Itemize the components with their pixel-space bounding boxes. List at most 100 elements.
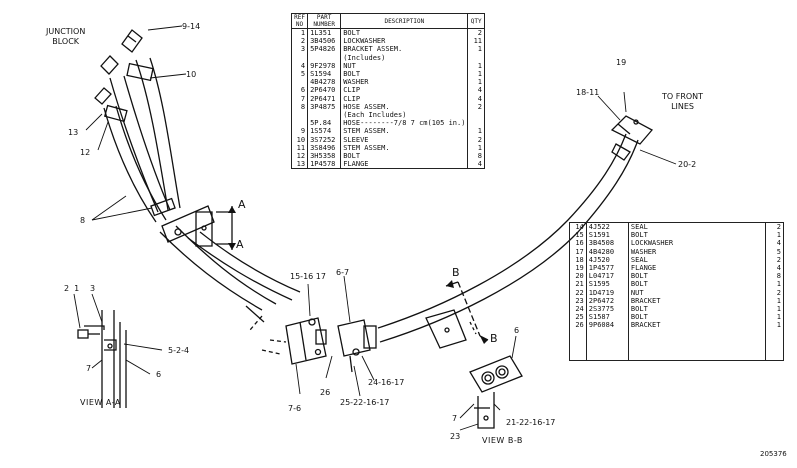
part-number-cell: 3P4875 [307,102,342,112]
ref-cell: 23 [569,296,587,306]
qty-cell: 4 [477,86,482,95]
qty-cell: 1 [477,61,482,70]
ref-cell [291,119,309,128]
qty-cell: 2 [477,135,482,144]
ref-cell: 9 [291,127,309,136]
ref-cell: 19 [569,264,587,273]
part-number-cell: S1594 [307,70,342,79]
callout-6-viewaa: 6 [156,370,162,379]
description-cell: LOCKWASHER [340,37,469,46]
description-cell: LOCKWASHER [628,239,766,248]
description-cell: BOLT [340,28,469,38]
callout-18-11: 18-11 [576,88,600,97]
leader-lines [73,25,677,431]
ref-cell: 7 [291,94,309,103]
description-cell: WASHER [340,78,469,87]
ref-cell: 15 [569,231,587,240]
ref-cell [291,78,309,87]
ref-cell: 17 [569,247,587,256]
qty-cell: 1 [776,296,781,305]
description-cell: BOLT [628,272,766,281]
header-qty: QTY [467,13,485,29]
description-cell: CLIP [340,94,469,103]
callout-25-22-16-17: 25-22-16-17 [340,398,390,407]
qty-cell: 1 [477,127,482,136]
part-number-cell: 3S7252 [307,135,342,144]
description-cell: SEAL [628,222,766,232]
qty-cell: 1 [776,313,781,322]
ref-cell: 14 [569,222,587,232]
qty-cell: 5 [776,247,781,256]
callout-2-1: 2 1 [64,284,80,293]
qty-cell: 4 [477,94,482,103]
view-aa-detail [77,310,127,408]
callout-15-16-17: 15-16 17 [290,272,326,281]
to-front-lines-label: TO FRONT LINES [662,92,704,111]
junction-block-label: JUNCTION BLOCK [46,27,86,46]
qty-cell: 1 [776,321,781,330]
description-cell: FLANGE [340,160,469,169]
callout-20-2: 20-2 [678,160,697,169]
qty-cell: 2 [477,29,482,37]
qty-cell: 1 [776,305,781,314]
description-cell: BRACKET [628,321,766,330]
part-number-cell [307,53,342,62]
qty-cell: 8 [477,152,482,161]
description-cell: BOLT [340,152,469,161]
qty-cell: 1 [477,78,482,87]
ref-cell: 5 [291,70,309,79]
qty-cell [468,119,485,127]
part-number-cell: 1P4578 [307,160,342,169]
junction-block-fitting [94,29,143,105]
description-cell: (Includes) [340,53,469,62]
right-clamp [337,319,377,373]
part-number-cell: L04717 [586,272,629,281]
part-number-cell: 3B4508 [586,239,629,248]
header-part-number: PART NUMBER [307,13,342,29]
part-number-cell: 2P6471 [307,94,342,103]
section-arrows [228,206,488,344]
qty-cell: 1 [477,70,482,79]
part-number-cell: 4B4278 [307,78,342,87]
qty-cell: 4 [776,264,781,273]
ref-cell: 22 [569,288,587,297]
header-description: DESCRIPTION [340,13,469,29]
description-cell: BOLT [628,313,766,322]
description-cell: HOSE ASSEM. [340,102,469,112]
description-cell: NUT [340,61,469,71]
table-blank-row [569,329,784,361]
callout-7-viewbb: 7 [452,414,458,423]
part-number-cell: 1L351 [307,28,342,38]
ref-cell: 11 [291,143,309,153]
qty-cell: 8 [776,272,781,281]
part-number-cell: 4J522 [586,222,629,232]
center-clamp [261,317,327,365]
callout-6-viewbb: 6 [514,326,520,335]
callout-5-2-4: 5-2-4 [168,346,190,355]
front-flange [610,115,654,161]
section-a-bottom-label: A [236,238,244,251]
table-row: (Each Includes) [291,111,485,120]
drawing-number: 205376 [760,450,787,458]
description-cell: FLANGE [628,264,766,273]
description-cell: STEM ASSEM. [340,143,469,153]
qty-cell [468,111,485,119]
ref-cell: 13 [291,160,309,169]
